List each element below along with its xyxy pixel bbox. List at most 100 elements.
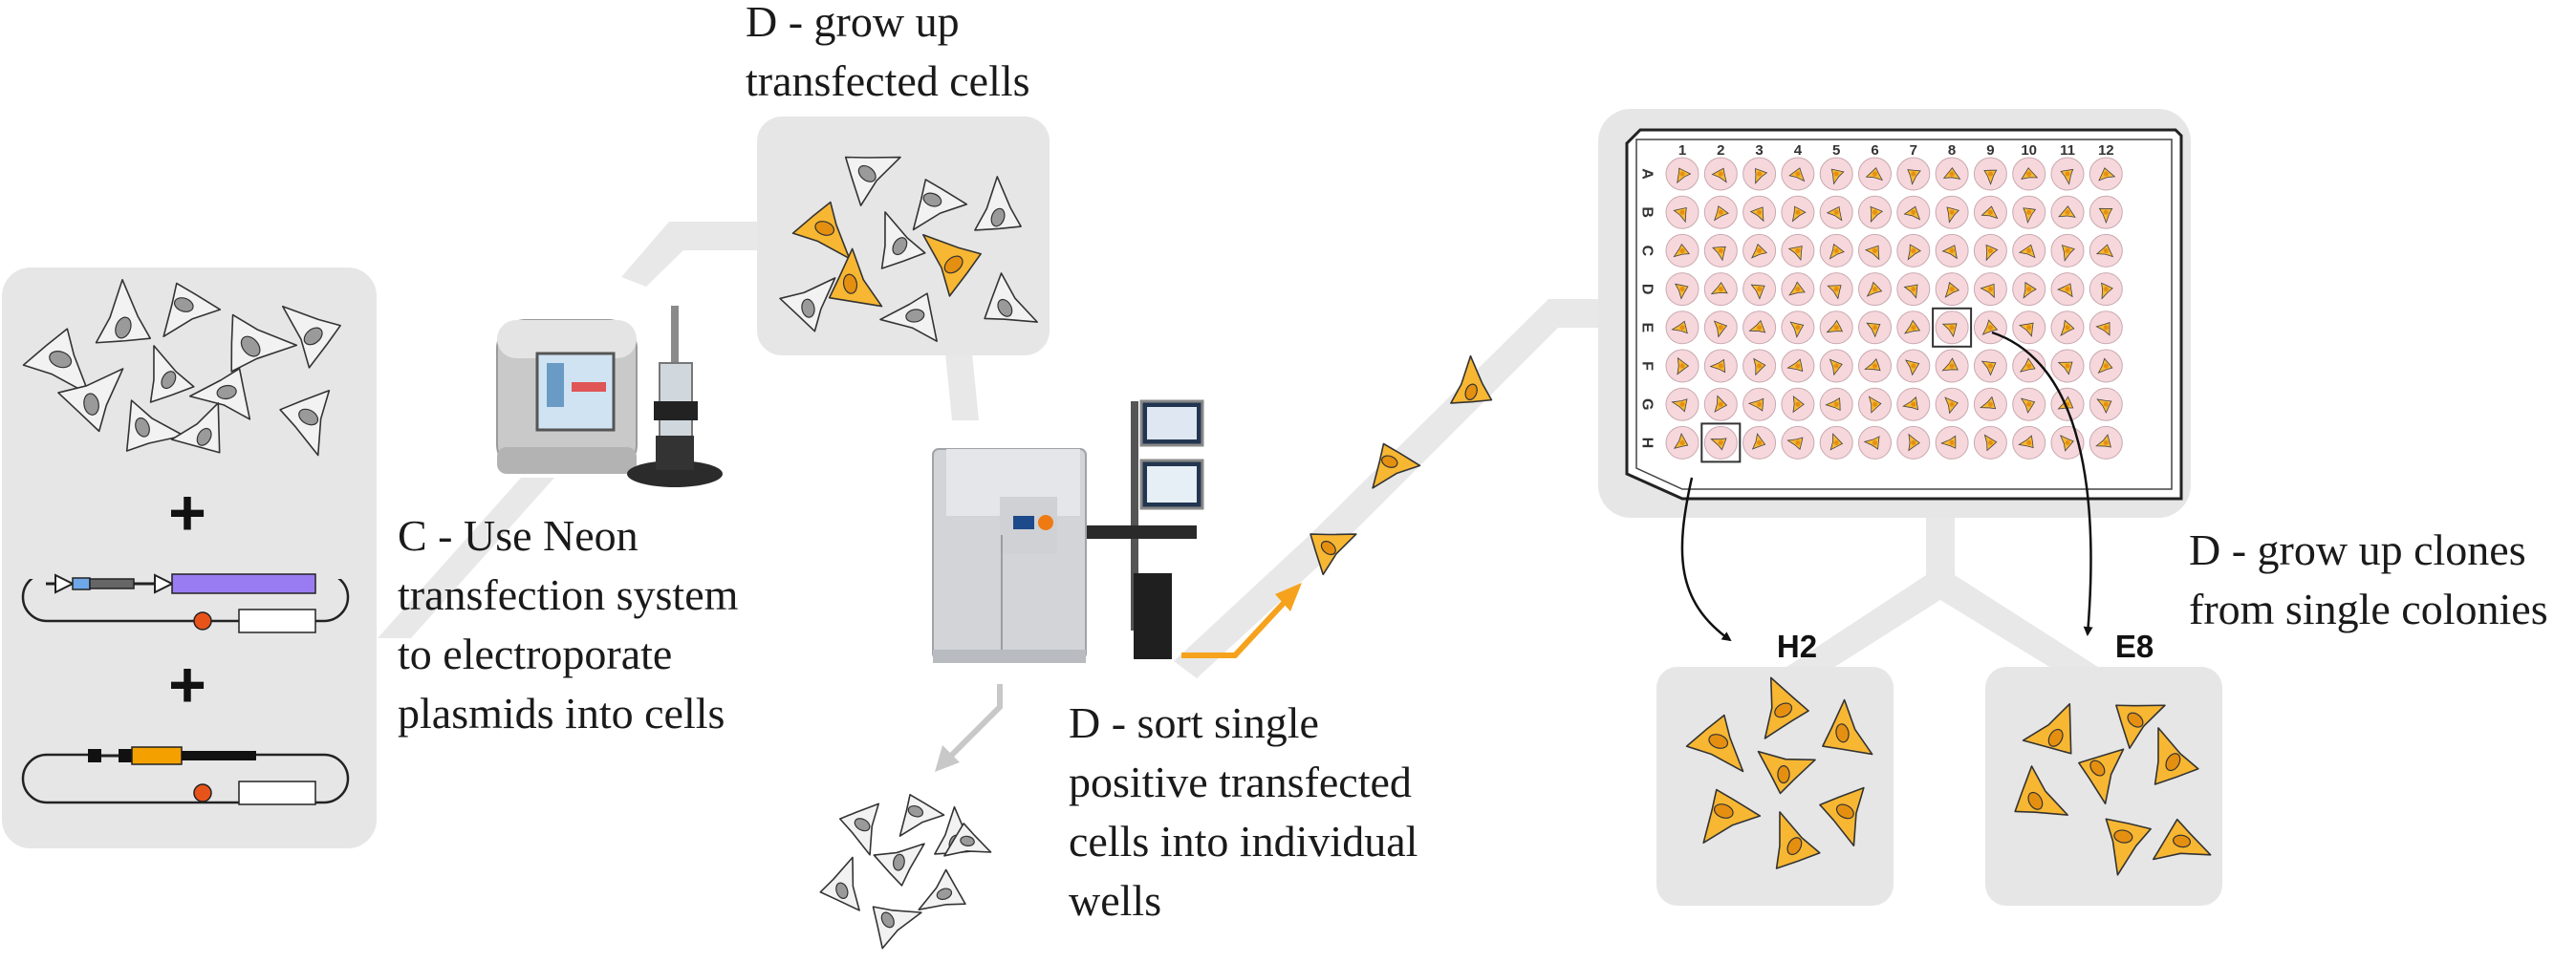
plate-row-label: F	[1639, 361, 1656, 371]
plate-well-G10	[2012, 387, 2046, 421]
plate-well-B12	[2089, 195, 2123, 229]
clone-cell	[2022, 702, 2072, 755]
neon-device	[496, 306, 723, 487]
plate-well-C6	[1858, 233, 1892, 268]
plasmid-black-segment-1	[88, 749, 101, 762]
plate-column-label: 8	[1948, 142, 1956, 159]
plate-column-label: 6	[1871, 142, 1878, 159]
positive-sort-arrow	[1181, 599, 1288, 658]
plate-well-G9	[1973, 387, 2007, 421]
untransfected-cell	[779, 277, 836, 332]
untransfected-cell	[279, 389, 331, 457]
negative-cell	[838, 802, 880, 856]
plate-column-label: 7	[1910, 142, 1917, 159]
plate-well-E7	[1896, 310, 1931, 345]
plate-well-D12	[2089, 272, 2123, 307]
plate-well-C7	[1896, 233, 1931, 268]
negative-cell	[918, 868, 966, 910]
caption-line: from single colonies	[2189, 585, 2548, 633]
clone-cell	[1819, 786, 1865, 846]
caption-line: plasmids into cells	[398, 689, 725, 738]
transfected-cell	[921, 233, 982, 297]
plate-well-B6	[1858, 195, 1892, 229]
plate-column-label: 10	[2021, 142, 2037, 159]
negative-cells-group	[819, 793, 992, 950]
plate-well-G2	[1703, 387, 1738, 421]
plate-well-D11	[2050, 272, 2085, 307]
plate-well-A8	[1935, 157, 1969, 191]
clone-cell	[2115, 704, 2166, 750]
plasmid-2-resistance-box	[238, 781, 316, 805]
plate-well-B7	[1896, 195, 1931, 229]
connector-sorter-to-plate	[1174, 299, 1598, 678]
plate-well-B4	[1781, 195, 1815, 229]
plate-well-D4	[1781, 272, 1815, 307]
plate-well-B3	[1743, 195, 1777, 229]
plate-well-E1	[1665, 310, 1699, 345]
neon-station-base	[627, 460, 723, 487]
clone-cell	[1757, 750, 1816, 795]
plasmid-orange-gene	[131, 746, 183, 765]
plasmid-black-segment-2	[119, 749, 132, 762]
plate-well-H5	[1819, 425, 1853, 460]
plate-well-B2	[1703, 195, 1738, 229]
promoter-arrow-1	[54, 573, 76, 594]
plate-row-label: G	[1639, 398, 1656, 410]
plate-row-label: B	[1639, 206, 1656, 218]
plate-well-A3	[1743, 157, 1777, 191]
plate-well-A9	[1973, 157, 2007, 191]
caption-line: transfection system	[398, 570, 739, 619]
plate-well-E10	[2012, 310, 2046, 345]
plate-well-G6	[1858, 387, 1892, 421]
clone-h2-label: H2	[1777, 629, 1817, 664]
plate-well-G11	[2050, 387, 2085, 421]
plate-well-H9	[1973, 425, 2007, 460]
untransfected-cell	[149, 345, 195, 403]
connector-grow-to-sorter	[944, 344, 979, 420]
plate-well-A12	[2089, 157, 2123, 191]
plate-column-label: 4	[1794, 142, 1803, 159]
arrow-e8-to-clone	[1991, 331, 2093, 636]
caption-line: transfected cells	[746, 56, 1030, 105]
negative-sort-arrowhead	[935, 745, 960, 772]
clone-cell	[2153, 818, 2212, 861]
plate-well-E11	[2050, 310, 2085, 345]
plate-well-B9	[1973, 195, 2007, 229]
plate-well-E3	[1743, 310, 1777, 345]
untransfected-cell	[844, 156, 901, 206]
transfected-cell	[791, 201, 851, 260]
transfected-cell	[828, 247, 883, 308]
plate-row-label: H	[1639, 438, 1656, 449]
negative-cell	[873, 843, 925, 887]
plus-sign-2: +	[168, 649, 206, 721]
plate-well-H4	[1781, 425, 1815, 460]
plate-well-D6	[1858, 272, 1892, 307]
untransfected-cell	[984, 272, 1038, 323]
plate-well-D1	[1665, 272, 1699, 307]
plate-well-A4	[1781, 157, 1815, 191]
transfected-cells-group	[779, 156, 1038, 343]
clone-e8-label: E8	[2115, 629, 2154, 664]
plate-well-G12	[2089, 387, 2123, 421]
caption-line: cells into individual	[1069, 817, 1418, 866]
plate-well-B5	[1819, 195, 1853, 229]
plate-well-F9	[1973, 349, 2007, 383]
sorted-cell	[1310, 533, 1357, 576]
arrow-h2-to-clone	[1680, 477, 1732, 642]
sorted-cell	[1450, 354, 1493, 404]
untransfected-cell	[162, 282, 222, 337]
untransfected-cell	[95, 278, 151, 344]
plate-well-F2	[1703, 349, 1738, 383]
plate-wells	[1665, 157, 2123, 463]
connector-neon-to-grow	[621, 222, 765, 287]
plate-well-B1	[1665, 195, 1699, 229]
plate-well-C9	[1973, 233, 2007, 268]
connector-left-to-neon	[378, 478, 554, 638]
clone-cell	[2014, 765, 2068, 816]
promoter-arrow-2	[154, 573, 175, 594]
clone-cell	[1822, 698, 1873, 756]
